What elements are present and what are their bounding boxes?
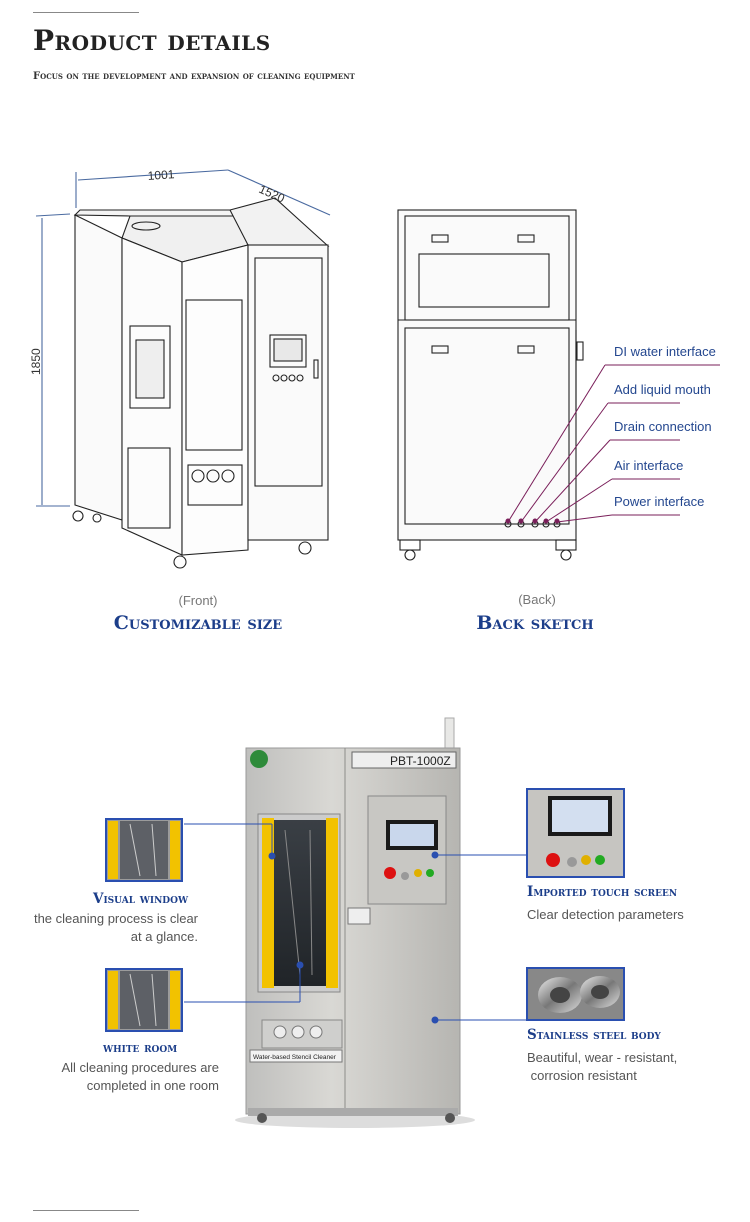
back-caption: Back sketch	[476, 612, 594, 634]
visual-window-title: Visual window	[93, 891, 189, 907]
page-subtitle: Focus on the development and expansion o…	[33, 71, 355, 82]
touch-screen-title: Imported touch screen	[527, 884, 678, 900]
stainless-steel-thumbnail	[526, 967, 625, 1021]
steel-body-desc-1: Beautiful, wear - resistant,	[527, 1050, 678, 1065]
white-room-desc-1: All cleaning procedures are	[61, 1060, 219, 1075]
back-caption-small: (Back)	[518, 592, 556, 607]
visual-window-thumbnail	[105, 818, 183, 882]
white-room-title: white room	[103, 1040, 178, 1056]
label-add-liquid: Add liquid mouth	[614, 382, 711, 397]
bottom-rule	[33, 1210, 139, 1211]
label-drain: Drain connection	[614, 419, 712, 434]
label-power: Power interface	[614, 494, 705, 509]
page-title: Product details	[33, 24, 271, 57]
visual-window-desc-1: the cleaning process is clear	[33, 911, 198, 926]
panel-label: Water-based Stencil Cleaner	[253, 1054, 337, 1061]
technical-drawings: 1001 1520 1850	[29, 167, 720, 569]
white-room-desc-2: completed in one room	[86, 1078, 219, 1093]
steel-body-title: Stainless steel body	[527, 1027, 661, 1043]
steel-body-desc-2: corrosion resistant	[527, 1068, 637, 1083]
touch-screen-desc: Clear detection parameters	[527, 907, 684, 922]
top-rule	[33, 12, 139, 13]
visual-window-desc-2: at a glance.	[130, 929, 198, 944]
front-caption-small: (Front)	[178, 593, 218, 608]
label-air: Air interface	[614, 458, 684, 473]
white-room-thumbnail	[105, 968, 183, 1032]
touch-screen-thumbnail	[526, 788, 625, 878]
front-caption: Customizable size	[113, 612, 283, 634]
label-di-water: DI water interface	[614, 344, 716, 359]
dim-height: 1850	[29, 348, 43, 375]
model-label: PBT-1000Z	[390, 754, 451, 768]
dim-width: 1001	[147, 167, 175, 183]
